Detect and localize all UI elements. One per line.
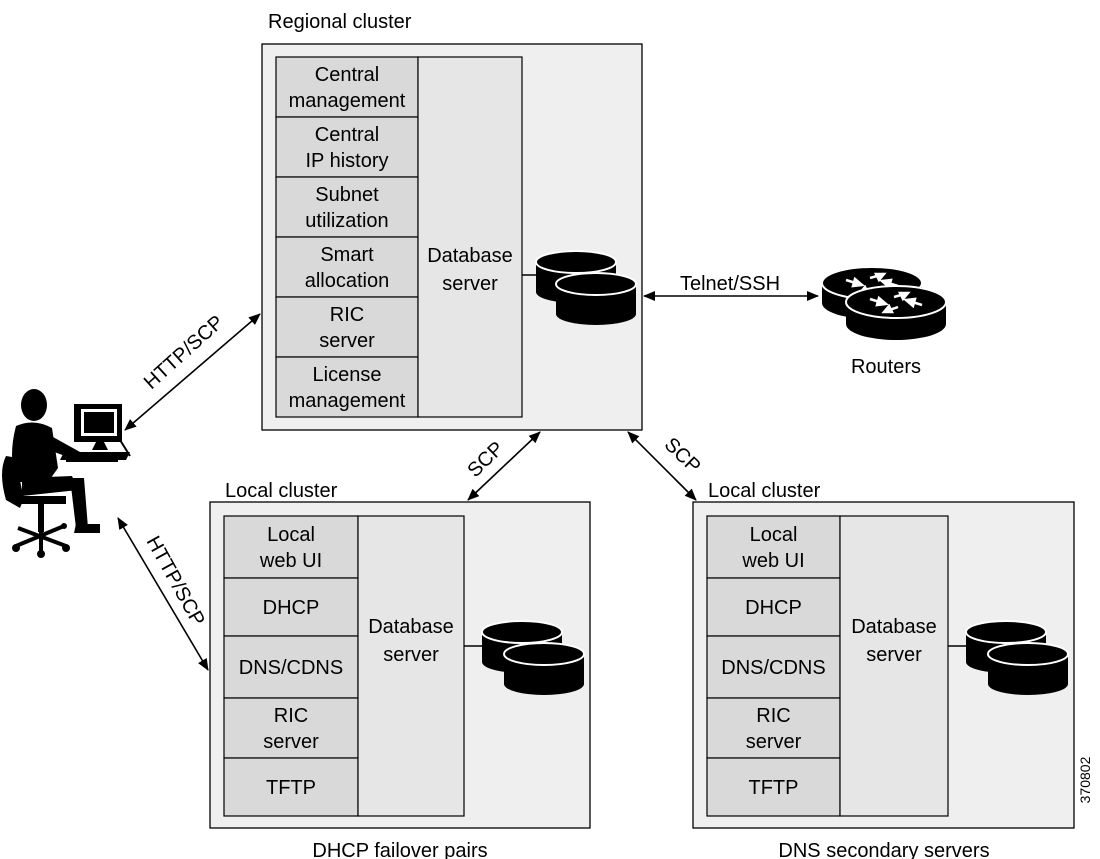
local-left-module-label: web UI	[259, 550, 322, 572]
local-right-module-label: DNS/CDNS	[721, 657, 825, 679]
regional-module-label: Subnet	[315, 184, 379, 206]
regional-module-label: allocation	[305, 270, 390, 292]
local-left-module-label: DHCP	[263, 597, 320, 619]
local-left-module-label: Local	[267, 524, 315, 546]
regional-module-label: management	[289, 390, 406, 412]
local-left-module-box	[223, 757, 359, 817]
local-left-db-label-line1: Database	[368, 616, 454, 638]
label-telnet-ssh: Telnet/SSH	[680, 273, 780, 295]
local-right-database-icon	[965, 620, 1069, 695]
routers-icon	[821, 266, 947, 340]
local-left-database-server-panel	[357, 515, 465, 817]
user-workstation-icon	[2, 389, 131, 558]
local-left-module-label: server	[263, 731, 319, 753]
regional-module-label: Central	[315, 124, 379, 146]
regional-db-label-line2: server	[442, 273, 498, 295]
regional-module-label: management	[289, 90, 406, 112]
local-left-db-label-line2: server	[383, 644, 439, 666]
local-right-module-box	[706, 757, 841, 817]
local-left-module-label: TFTP	[266, 777, 316, 799]
regional-db-label-line1: Database	[427, 245, 513, 267]
local-left-module-box	[223, 635, 359, 699]
local-left-module-box	[223, 577, 359, 637]
label-scp-left: SCP	[463, 437, 508, 481]
local-right-module-label: RIC	[756, 705, 790, 727]
regional-module-box	[275, 356, 419, 418]
regional-module-box	[275, 56, 419, 118]
local-left-module-label: DNS/CDNS	[239, 657, 343, 679]
regional-cluster: Regional cluster CentralmanagementCentra…	[261, 11, 643, 431]
local-right-module-box	[706, 577, 841, 637]
local-right-module-label: DHCP	[745, 597, 802, 619]
regional-cluster-title: Regional cluster	[268, 11, 412, 33]
arrow-regional-local-left	[467, 431, 541, 501]
local-left-caption: DHCP failover pairs	[312, 840, 487, 859]
regional-module-box	[275, 116, 419, 178]
local-right-module-box	[706, 697, 841, 759]
regional-module-label: IP history	[306, 150, 389, 172]
local-left-database-icon	[481, 620, 585, 695]
regional-module-label: utilization	[305, 210, 388, 232]
local-right-module-label: TFTP	[749, 777, 799, 799]
local-left-module-box	[223, 515, 359, 579]
local-right-caption: DNS secondary servers	[778, 840, 989, 859]
arrow-user-regional	[124, 313, 261, 431]
regional-module-label: server	[319, 330, 375, 352]
local-cluster-left: Local cluster Local web UI DHCP DNS/CDNS RIC…	[209, 480, 591, 859]
regional-module-box	[275, 296, 419, 358]
local-right-title: Local cluster	[708, 480, 821, 502]
local-right-database-server-panel	[839, 515, 949, 817]
regional-module-label: License	[313, 364, 382, 386]
local-right-db-label-line1: Database	[851, 616, 937, 638]
figure-id: 370802	[1077, 756, 1093, 803]
local-right-module-box	[706, 515, 841, 579]
regional-module-box	[275, 176, 419, 238]
arrow-user-local-left	[117, 517, 209, 671]
regional-module-label: Central	[315, 64, 379, 86]
regional-database-icon	[535, 250, 637, 325]
local-left-module-box	[223, 697, 359, 759]
regional-module-label: Smart	[320, 244, 374, 266]
local-right-module-label: web UI	[741, 550, 804, 572]
local-left-title: Local cluster	[225, 480, 338, 502]
arrow-regional-local-right	[627, 431, 697, 501]
regional-database-server-panel	[417, 56, 523, 418]
routers-label: Routers	[851, 356, 921, 378]
local-right-module-label: server	[746, 731, 802, 753]
local-right-module-label: Local	[750, 524, 798, 546]
local-right-db-label-line2: server	[866, 644, 922, 666]
regional-module-label: RIC	[330, 304, 364, 326]
local-cluster-right: Local cluster Local web UI DHCP DNS/CDNS RIC…	[692, 480, 1075, 859]
local-left-module-label: RIC	[274, 705, 308, 727]
